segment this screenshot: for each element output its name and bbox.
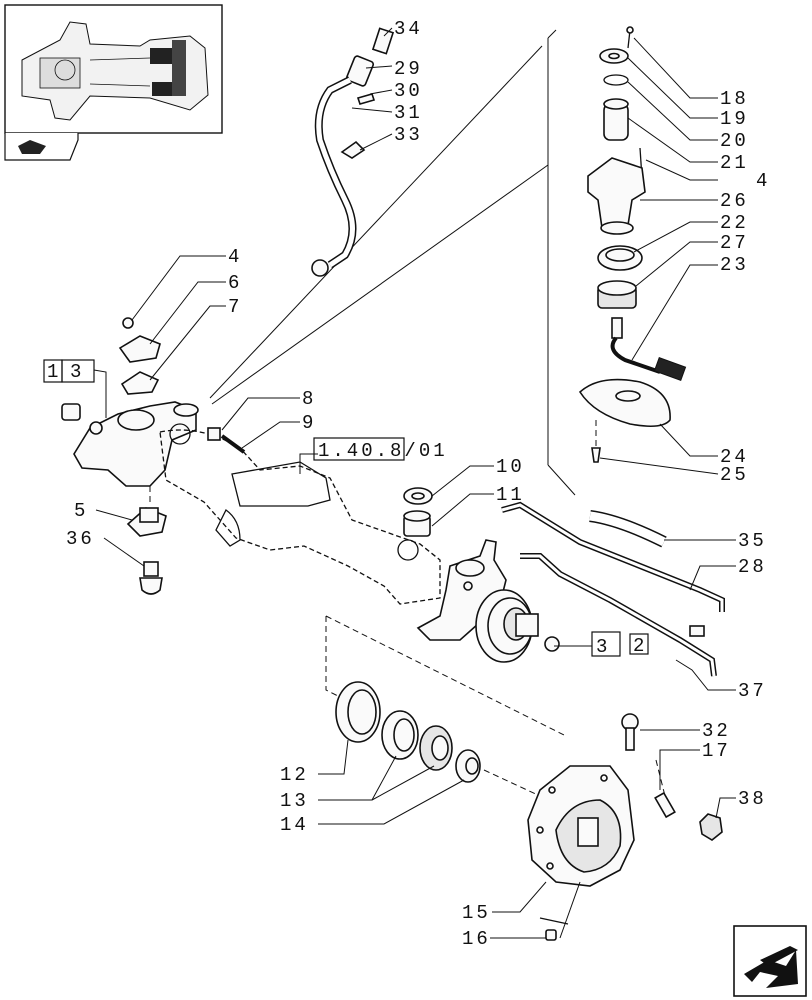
label-6: 6 [228, 272, 242, 294]
lower-pivot-parts[interactable] [126, 507, 167, 595]
sensor-cover-plate[interactable] [578, 378, 671, 463]
label-17: 17 [702, 740, 731, 762]
label-8: 8 [302, 388, 316, 410]
reference-box-2[interactable]: 2 [591, 631, 649, 657]
label-4-right: 4 [756, 170, 770, 192]
thumbnail-tab[interactable] [4, 133, 79, 161]
label-5: 5 [74, 500, 88, 522]
label-21: 21 [720, 152, 749, 174]
label-14: 14 [280, 814, 309, 836]
next-page-arrow-icon [744, 946, 798, 988]
left-kingpin-parts[interactable] [61, 317, 161, 421]
label-11: 11 [496, 484, 525, 506]
part-labels: 34 29 30 31 33 18 19 20 21 4 26 22 27 23… [66, 18, 770, 950]
left-steering-knuckle[interactable] [73, 401, 199, 506]
label-29: 29 [394, 58, 423, 80]
bearing-13[interactable] [381, 710, 453, 771]
nut-38[interactable] [699, 813, 723, 841]
label-23: 23 [720, 254, 749, 276]
reference-text: 1.40.8/01 [318, 440, 448, 462]
sensor-cable[interactable] [610, 317, 687, 382]
label-9: 9 [302, 412, 316, 434]
wheel-flange-15[interactable] [527, 765, 635, 887]
breather-hose-assembly[interactable] [311, 27, 395, 277]
label-15: 15 [462, 902, 491, 924]
pin-and-bolt-8-9[interactable] [207, 427, 246, 454]
pin-16[interactable] [539, 917, 569, 941]
label-12: 12 [280, 764, 309, 786]
label-36: 36 [66, 528, 95, 550]
reference-box-1-40-8-01[interactable]: 1.40.8/01 [313, 437, 448, 462]
label-38: 38 [738, 788, 767, 810]
label-16: 16 [462, 928, 491, 950]
nut-14[interactable] [455, 749, 541, 797]
label-10: 10 [496, 456, 525, 478]
label-24: 24 [720, 446, 749, 468]
overview-thumbnail[interactable] [4, 4, 223, 134]
oil-seal-12[interactable] [335, 681, 381, 743]
label-22: 22 [720, 212, 749, 234]
label-26: 26 [720, 190, 749, 212]
label-18: 18 [720, 88, 749, 110]
reference-box-1[interactable]: 1 [43, 359, 95, 383]
label-37: 37 [738, 680, 767, 702]
dashed-outline [325, 615, 567, 737]
label-3-left: 3 [70, 361, 84, 383]
label-19: 19 [720, 108, 749, 130]
label-35: 35 [738, 530, 767, 552]
label-20: 20 [720, 130, 749, 152]
label-30: 30 [394, 80, 423, 102]
label-33: 33 [394, 124, 423, 146]
label-31: 31 [394, 102, 423, 124]
tie-rod-tubes[interactable] [501, 501, 725, 677]
label-4: 4 [228, 246, 242, 268]
stud-17[interactable] [654, 759, 676, 819]
label-13: 13 [280, 790, 309, 812]
label-3-right: 3 [596, 636, 610, 658]
steering-sensor-stack[interactable] [587, 26, 646, 309]
label-34: 34 [394, 18, 423, 40]
right-wheel-hub[interactable] [475, 589, 560, 663]
label-7: 7 [228, 296, 242, 318]
next-page-button[interactable] [733, 925, 807, 997]
label-32: 32 [702, 720, 731, 742]
explode-lines [209, 29, 576, 496]
svg-text:2: 2 [633, 635, 645, 657]
label-28: 28 [738, 556, 767, 578]
label-27: 27 [720, 232, 749, 254]
svg-text:1: 1 [47, 361, 59, 383]
seal-and-bushing-10-11[interactable] [403, 487, 433, 537]
bolt-32[interactable] [621, 713, 639, 751]
leader-lines [93, 27, 736, 939]
label-25: 25 [720, 464, 749, 486]
